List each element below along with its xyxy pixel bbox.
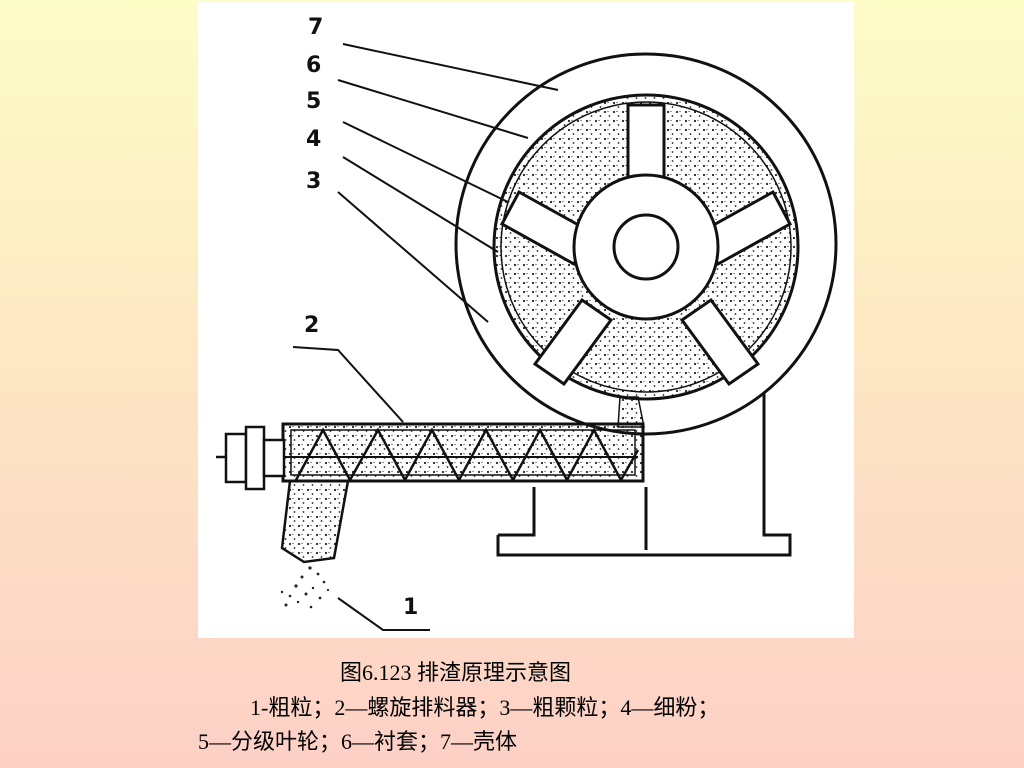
classifying-impeller bbox=[499, 103, 793, 387]
figure-legend-line-1: 1-粗粒；2—螺旋排料器；3—粗颗粒；4—细粉； bbox=[250, 695, 720, 720]
coarse-outlet-chute bbox=[280, 479, 350, 564]
label-4: 4 bbox=[306, 127, 321, 152]
label-1: 1 bbox=[403, 595, 418, 620]
falling-coarse-particles bbox=[280, 566, 330, 609]
leader-lines bbox=[292, 43, 559, 631]
screw-discharger bbox=[228, 422, 645, 483]
figure-legend-line-2: 5—分级叶轮；6—衬套；7—壳体 bbox=[198, 729, 518, 754]
label-7: 7 bbox=[308, 15, 323, 40]
label-3: 3 bbox=[306, 169, 321, 194]
label-6: 6 bbox=[306, 53, 321, 78]
figure-caption-title: 图6.123 排渣原理示意图 bbox=[340, 660, 572, 685]
drive-pulley bbox=[216, 425, 286, 491]
label-5: 5 bbox=[306, 89, 321, 114]
impeller-shaft bbox=[612, 213, 680, 281]
label-2: 2 bbox=[304, 313, 319, 338]
slag-discharge-diagram: 7 6 5 4 3 2 1 bbox=[216, 15, 838, 631]
liner-inner-edge bbox=[500, 101, 792, 393]
diagram-panel: 7 6 5 4 3 2 1 bbox=[198, 2, 854, 638]
